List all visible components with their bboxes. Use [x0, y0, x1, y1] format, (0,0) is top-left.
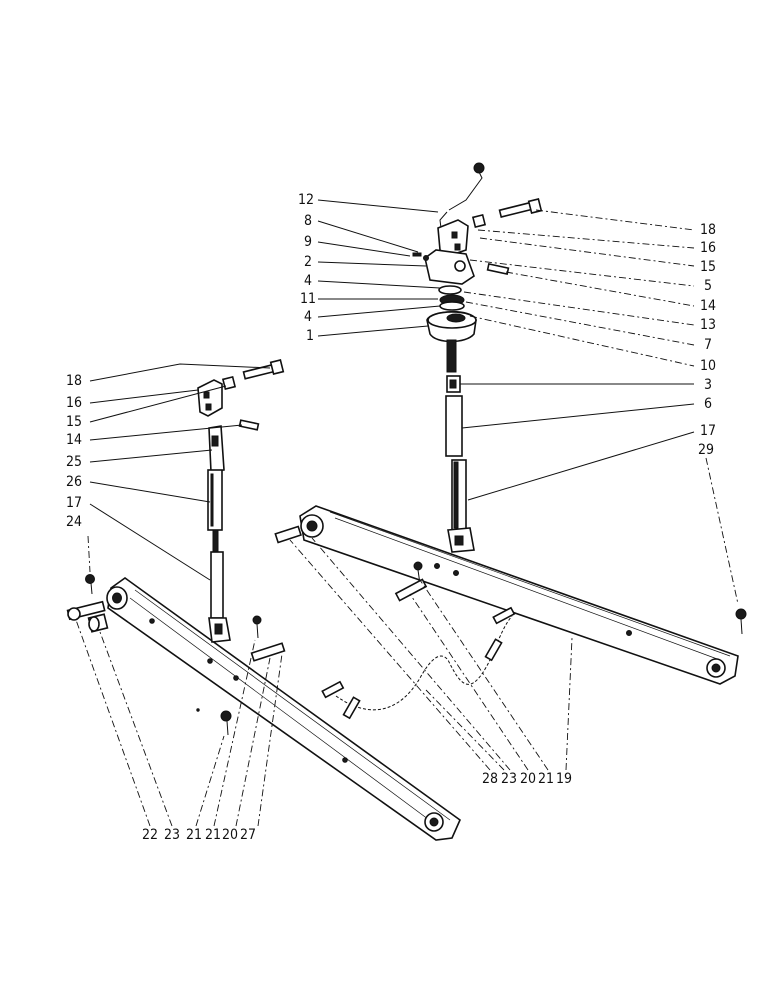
label-16-right: 16 — [700, 240, 717, 256]
label-2: 2 — [304, 254, 313, 270]
label-9: 9 — [304, 234, 313, 250]
label-11: 11 — [300, 291, 317, 307]
label-14-right: 14 — [700, 298, 717, 314]
label-27: 27 — [240, 827, 257, 843]
label-26: 26 — [66, 474, 83, 490]
label-18-right: 18 — [700, 222, 717, 238]
label-15-right: 15 — [700, 259, 717, 275]
label-16-left: 16 — [66, 395, 83, 411]
label-21-bottom-left-a: 21 — [186, 827, 203, 843]
left-lift-rod — [197, 358, 285, 643]
label-8: 8 — [304, 213, 313, 229]
label-29: 29 — [698, 442, 715, 458]
label-23-bottom-right: 23 — [501, 771, 518, 787]
leader-lines — [75, 199, 739, 827]
label-24: 24 — [66, 514, 83, 530]
label-21-bottom-left-b: 21 — [205, 827, 222, 843]
label-6: 6 — [704, 396, 713, 412]
right-lower-link — [274, 505, 739, 685]
label-25: 25 — [66, 454, 83, 470]
right-lift-rod — [412, 162, 543, 553]
label-23-bottom-left: 23 — [164, 827, 181, 843]
label-13: 13 — [700, 317, 717, 333]
label-20-bottom-right: 20 — [520, 771, 537, 787]
label-3: 3 — [704, 377, 713, 393]
left-lower-link — [106, 577, 461, 841]
label-5: 5 — [704, 278, 713, 294]
label-4b: 4 — [304, 309, 313, 325]
label-21-bottom-right: 21 — [538, 771, 555, 787]
label-12: 12 — [298, 192, 315, 208]
label-20-bottom-left: 20 — [222, 827, 239, 843]
label-19: 19 — [556, 771, 573, 787]
label-7: 7 — [704, 337, 713, 353]
label-17-left: 17 — [66, 495, 83, 511]
check-chain — [321, 561, 516, 720]
label-1: 1 — [306, 328, 315, 344]
label-17-right: 17 — [700, 423, 717, 439]
label-22-bottom: 22 — [142, 827, 159, 843]
label-4: 4 — [304, 273, 313, 289]
label-10: 10 — [700, 358, 717, 374]
label-15-left: 15 — [66, 414, 83, 430]
label-28: 28 — [482, 771, 499, 787]
label-18-left: 18 — [66, 373, 83, 389]
left-hardware — [66, 574, 747, 736]
label-14-left: 14 — [66, 432, 83, 448]
